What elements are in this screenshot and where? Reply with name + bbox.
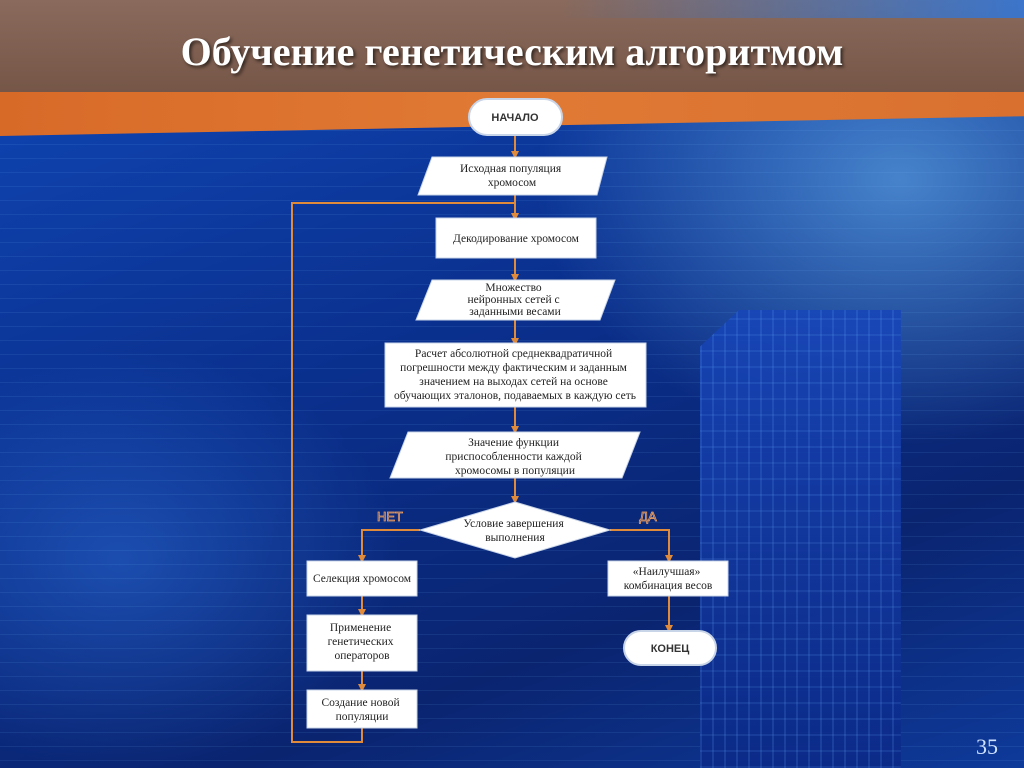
svg-text:Расчет абсолютной среднеквадра: Расчет абсолютной среднеквадратичной пог… (394, 348, 636, 402)
node-start: НАЧАЛО (468, 98, 563, 136)
branch-no-label: НЕТ (377, 509, 403, 524)
svg-text:Селекция хромосом: Селекция хромосом (313, 573, 412, 585)
connectors (291, 135, 673, 743)
slide-title: Обучение генетическим алгоритмом (180, 29, 844, 74)
node-start-label: НАЧАЛО (491, 112, 539, 124)
svg-text:Условие завершения выпол: Условие завершения выполнения (463, 518, 566, 544)
branch-yes-label: ДА (639, 509, 657, 524)
node-best-combination: «Наилучшая» комбинация весов (607, 560, 729, 597)
svg-text:Декодирование хромосом: Декодирование хромосом (453, 233, 580, 245)
node-network-set: Множество нейронных сетей с заданными ве… (415, 279, 616, 321)
node-end: КОНЕЦ (623, 630, 717, 666)
node-end-label: КОНЕЦ (651, 643, 690, 655)
node-new-population: Создание новой популяции (306, 689, 418, 729)
svg-text:Множество нейронных сете: Множество нейронных сетей с заданными ве… (467, 282, 562, 318)
connector-loop-back (291, 202, 515, 743)
svg-text:«Наилучшая» комбинация в: «Наилучшая» комбинация весов (624, 566, 713, 592)
svg-text:Исходная популяция хромо: Исходная популяция хромосом (460, 163, 564, 189)
svg-text:Значение функции приспос: Значение функции приспособленности каждо… (445, 437, 584, 477)
circuit-board-graphic (700, 310, 901, 768)
node-error-calc: Расчет абсолютной среднеквадратичной пог… (384, 342, 647, 408)
svg-text:Применение генетических: Применение генетических операторов (328, 622, 397, 662)
header-glow (560, 0, 1024, 18)
node-genetic-operators: Применение генетических операторов (306, 614, 418, 672)
connector-condition-no-branch (358, 529, 420, 563)
node-fitness: Значение функции приспособленности каждо… (389, 431, 641, 479)
node-condition: Условие завершения выполнения (418, 501, 612, 559)
node-selection: Селекция хромосом (306, 560, 418, 597)
node-decoding: Декодирование хромосом (435, 217, 597, 259)
svg-text:Создание новой популяции: Создание новой популяции (321, 697, 402, 723)
page-number: 35 (976, 734, 998, 759)
connector-condition-yes-branch (610, 529, 673, 563)
node-initial-population: Исходная популяция хромосом (417, 156, 608, 196)
